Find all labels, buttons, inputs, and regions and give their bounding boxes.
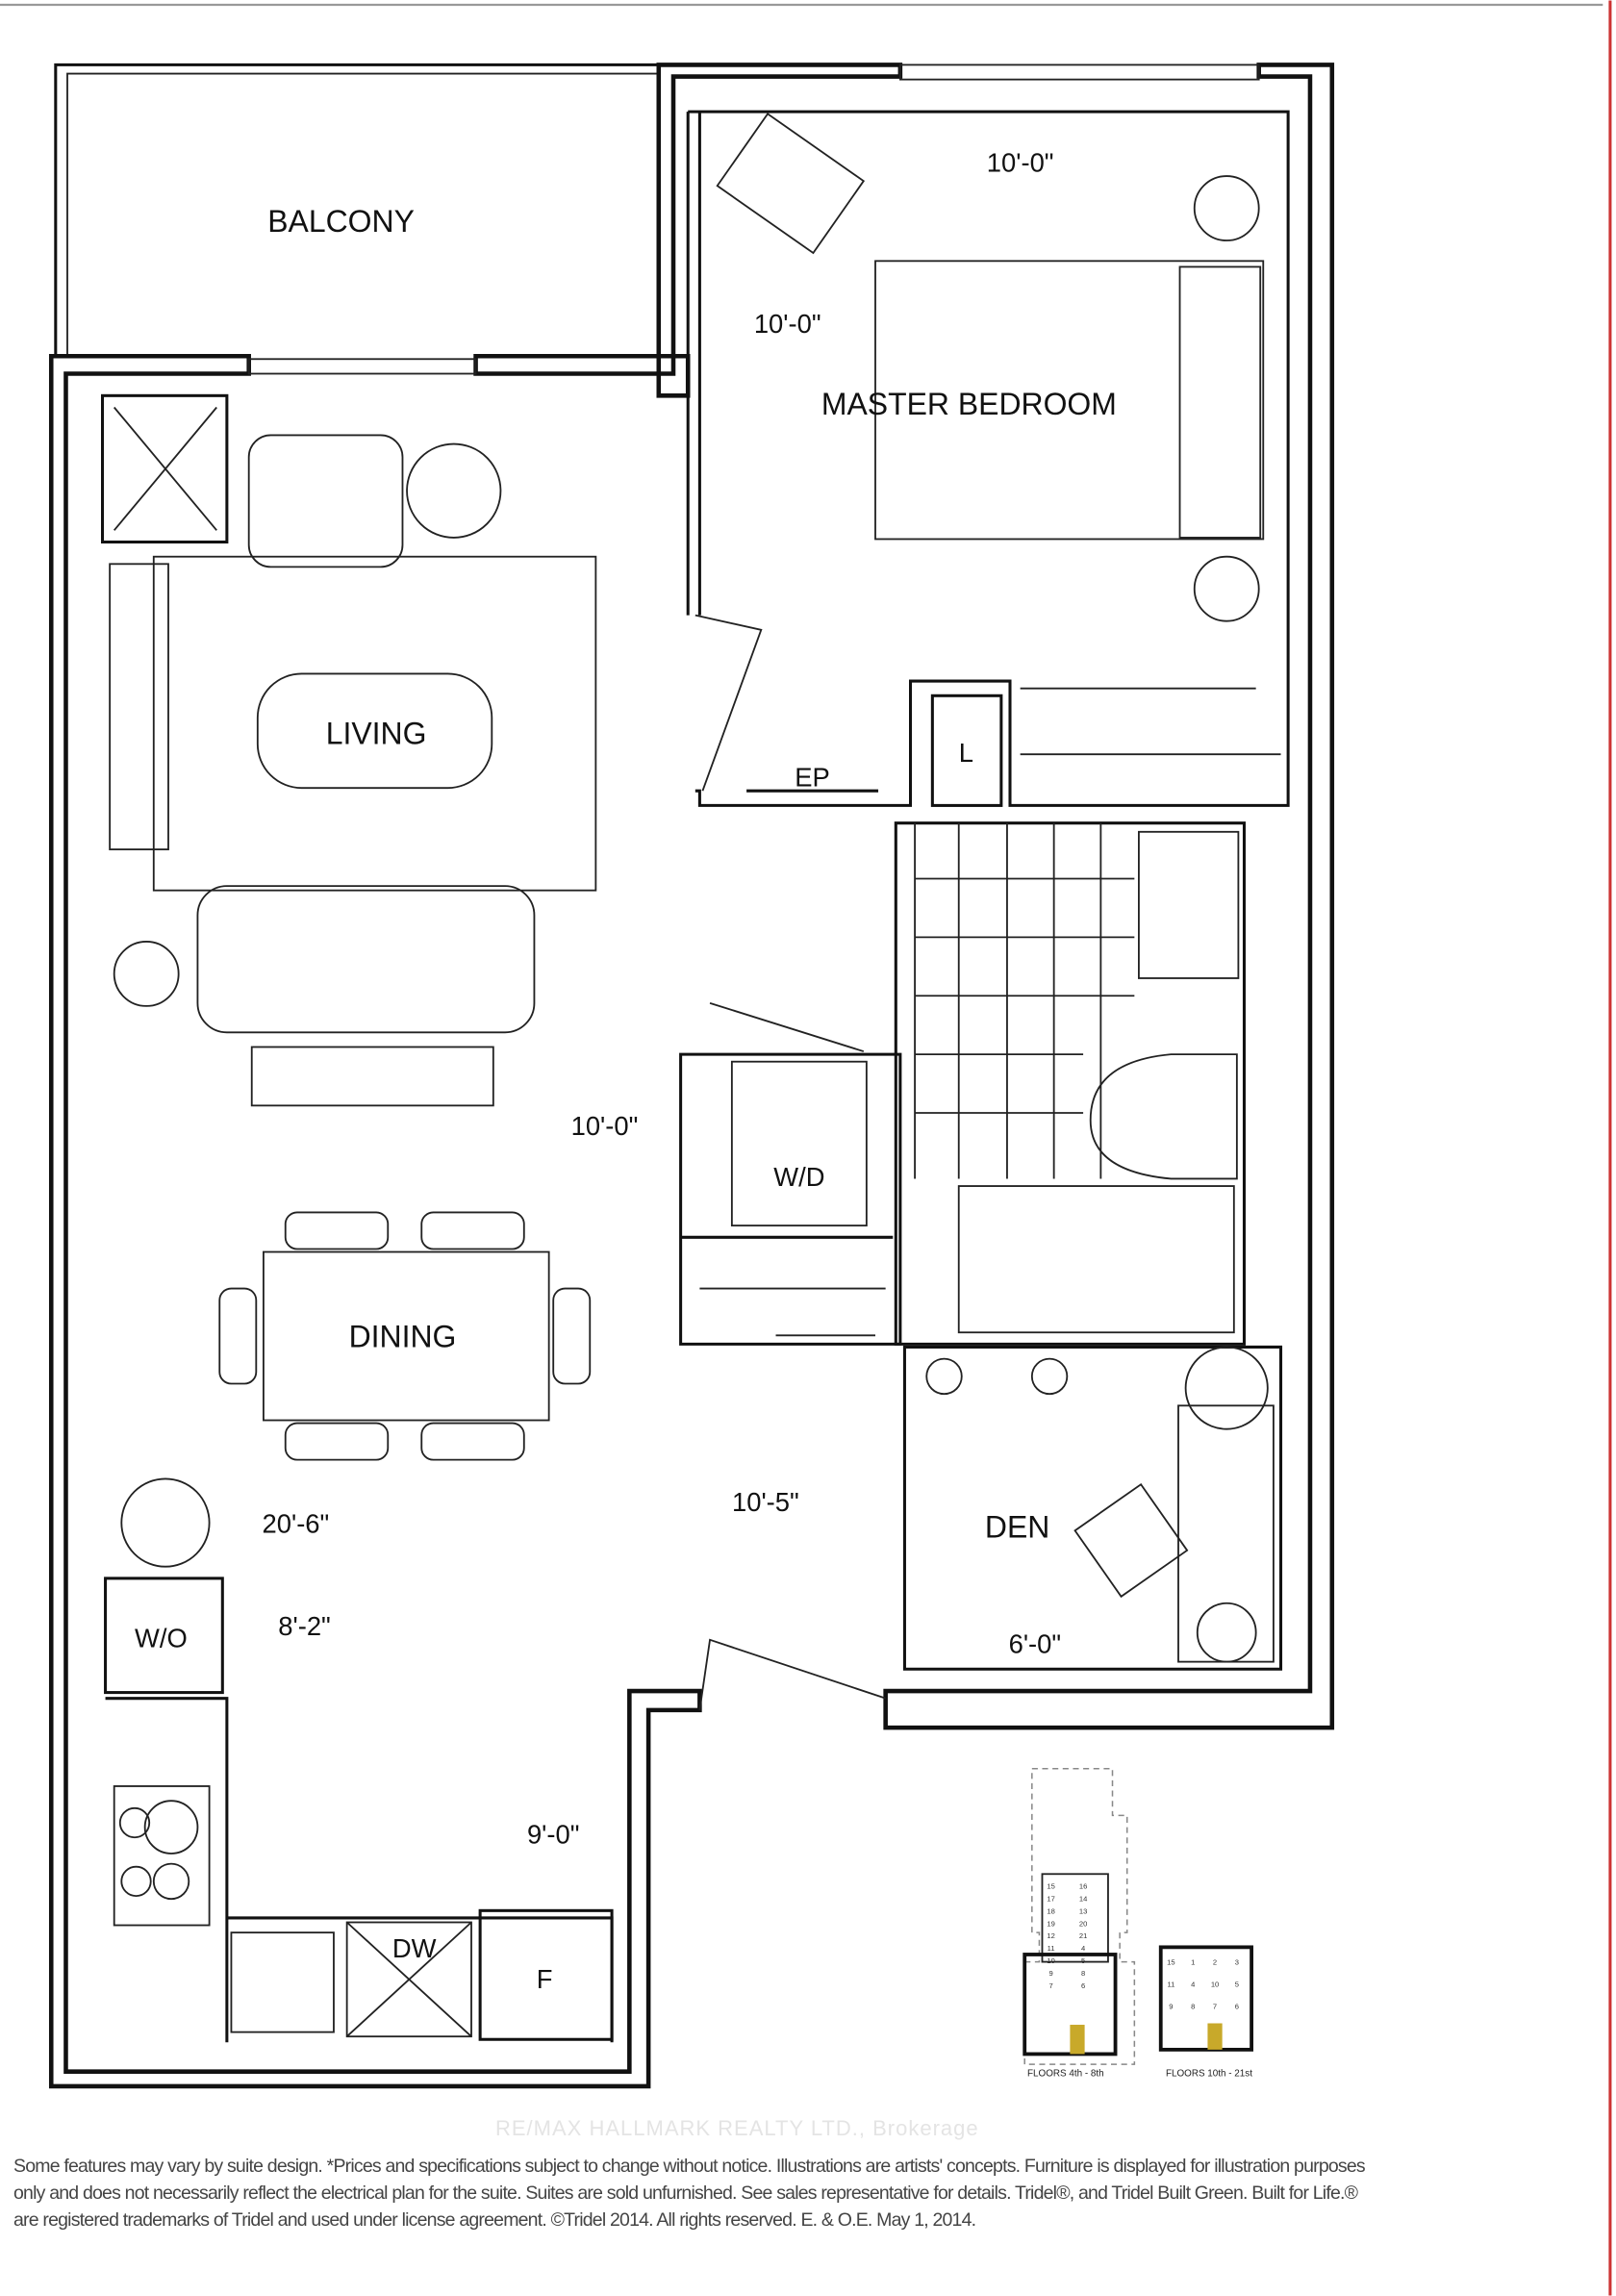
den <box>698 1345 1283 1710</box>
dim-bedroom-length: 10'-0" <box>754 309 821 339</box>
side-table <box>406 442 502 539</box>
key-unit-number: 5 <box>1235 1980 1239 1988</box>
dim-bedroom-width: 10'-0" <box>987 148 1054 178</box>
dim-living-width: 10'-0" <box>571 1111 639 1141</box>
dining-table <box>263 1250 550 1422</box>
disclaimer-line: are registered trademarks of Tridel and … <box>13 2209 976 2231</box>
kitchen <box>104 1577 614 2043</box>
walk-out-closet <box>104 1577 224 1695</box>
highlight-unit <box>1070 2025 1085 2055</box>
key-caption-right: FLOORS 10th - 21st <box>1166 2068 1252 2079</box>
living-furniture <box>101 393 597 1107</box>
armchair <box>247 434 404 568</box>
balcony <box>54 63 659 360</box>
bed <box>874 260 1265 541</box>
exterior-walls <box>48 63 1335 2089</box>
key-unit-number: 9 <box>1048 1969 1052 1978</box>
key-unit-number: 8 <box>1191 2002 1195 2010</box>
bedroom-window <box>898 63 1260 81</box>
media-unit <box>109 563 169 850</box>
dw-label: DW <box>392 1933 437 1963</box>
key-unit-number: 14 <box>1079 1894 1087 1903</box>
key-unit-number: 4 <box>1081 1944 1085 1953</box>
key-unit-number: 18 <box>1047 1906 1054 1915</box>
desk <box>1177 1404 1275 1663</box>
fridge-label: F <box>537 1964 553 1994</box>
cooktop <box>113 1785 211 1927</box>
key-unit-number: 16 <box>1079 1882 1087 1891</box>
wd-label: W/D <box>773 1162 824 1192</box>
dim-living-dining: 8'-2" <box>278 1611 331 1641</box>
chair-icon <box>1073 1482 1189 1599</box>
key-unit-number: 11 <box>1048 1944 1055 1953</box>
dim-den: 6'-0" <box>1009 1629 1062 1659</box>
toilet <box>1089 1053 1238 1180</box>
sink <box>230 1931 335 2033</box>
vanity <box>1138 830 1240 979</box>
coffee-table <box>256 672 493 790</box>
dim-total-length: 20'-6" <box>263 1509 330 1539</box>
shaft <box>101 393 229 544</box>
plant-icon <box>1184 1346 1269 1430</box>
walk-out-label: W/O <box>135 1623 188 1653</box>
key-unit-number: 11 <box>1167 1980 1174 1988</box>
key-unit-number: 12 <box>1047 1931 1054 1940</box>
disclaimer: Some features may vary by suite design. … <box>13 2153 1610 2233</box>
key-unit-number: 15 <box>1047 1882 1054 1891</box>
dim-kitchen: 9'-0" <box>527 1819 580 1849</box>
lamp-icon <box>113 941 180 1007</box>
key-unit-number: 3 <box>1235 1958 1239 1967</box>
key-unit-number: 1 <box>1191 1958 1195 1967</box>
key-unit-number: 7 <box>1048 1981 1052 1990</box>
disclaimer-line: only and does not necessarily reflect th… <box>13 2182 1358 2204</box>
ep-label: EP <box>795 763 830 793</box>
fridge <box>478 1908 614 2041</box>
key-unit-number: 9 <box>1169 2002 1173 2010</box>
key-unit-number: 5 <box>1081 1956 1085 1965</box>
linen-label: L <box>959 738 973 768</box>
master-bedroom-label: MASTER BEDROOM <box>821 387 1117 421</box>
key-unit-number: 8 <box>1081 1969 1085 1978</box>
bathroom <box>894 821 1246 1346</box>
key-unit-number: 17 <box>1047 1894 1054 1903</box>
highlight-unit <box>1207 2023 1223 2050</box>
bedroom-walls <box>686 110 1290 807</box>
key-unit-number: 21 <box>1079 1931 1087 1940</box>
key-unit-number: 6 <box>1235 2002 1239 2010</box>
dim-dining: 10'-5" <box>732 1487 799 1517</box>
living-window <box>247 358 477 375</box>
key-unit-number: 15 <box>1167 1958 1174 1967</box>
key-caption-left: FLOORS 4th - 8th <box>1027 2068 1104 2079</box>
dining-furniture <box>120 1211 592 1568</box>
key-unit-number: 2 <box>1213 1958 1217 1967</box>
den-label: DEN <box>985 1509 1049 1544</box>
plant-icon <box>120 1477 211 1568</box>
nightstand-lamp-icon <box>1193 175 1260 241</box>
disclaimer-line: Some features may vary by suite design. … <box>13 2156 1366 2177</box>
key-unit-number: 6 <box>1081 1981 1085 1990</box>
key-unit-number: 10 <box>1047 1956 1054 1965</box>
watermark: RE/MAX HALLMARK REALTY LTD., Brokerage <box>495 2116 979 2140</box>
chair-icon <box>716 113 866 255</box>
key-unit-number: 10 <box>1211 1980 1219 1988</box>
nightstand-lamp-icon <box>1193 555 1260 622</box>
sofa <box>196 885 536 1034</box>
key-plan-right: FLOORS 10th - 21st <box>1158 1945 1253 2079</box>
key-unit-number: 13 <box>1079 1906 1087 1915</box>
living-label: LIVING <box>326 717 427 751</box>
key-unit-number: 4 <box>1191 1980 1195 1988</box>
key-unit-number: 7 <box>1213 2002 1217 2010</box>
dining-label: DINING <box>349 1319 457 1353</box>
key-unit-number: 20 <box>1079 1919 1087 1928</box>
key-plan-left: FLOORS 4th - 8th <box>1023 1767 1136 2079</box>
key-unit-number: 19 <box>1047 1919 1054 1928</box>
dishwasher <box>345 1921 472 2038</box>
bathtub <box>957 1185 1235 1334</box>
rug <box>152 555 597 892</box>
balcony-label: BALCONY <box>267 204 415 239</box>
linen-closet <box>930 694 1003 807</box>
